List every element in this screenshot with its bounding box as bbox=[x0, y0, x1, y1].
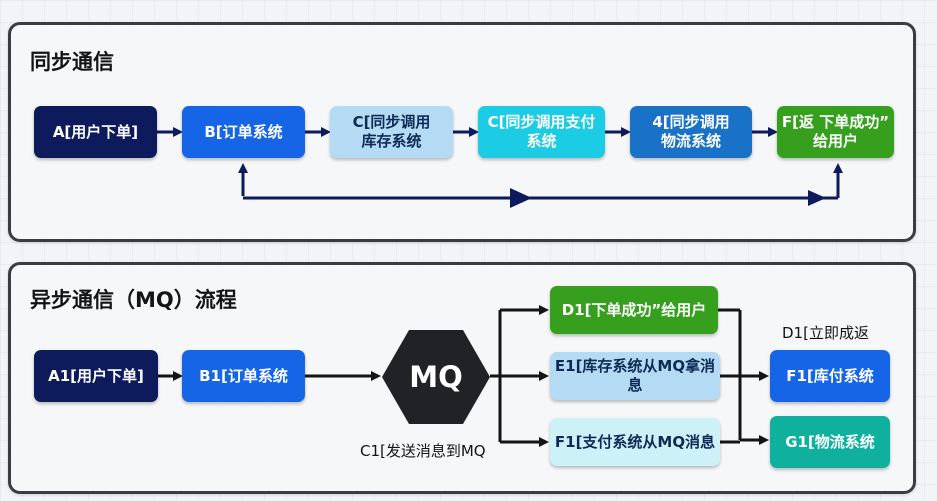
async-node-f1: F1[库付系统 bbox=[770, 350, 890, 402]
sync-node-c: C[同步调用 库存系统 bbox=[330, 106, 453, 158]
sync-title: 同步通信 bbox=[30, 50, 114, 74]
sync-node-c-line1: C[同步调用 bbox=[352, 113, 431, 131]
sync-node-c-line2: 库存系统 bbox=[361, 132, 422, 150]
sync-node-e-line2: 物流系统 bbox=[660, 132, 721, 150]
sync-return-mid-arrow bbox=[510, 188, 532, 208]
sync-node-d-line1: C[同步调用支付 bbox=[487, 113, 596, 131]
d1-note: D1[立即成返 bbox=[782, 324, 869, 342]
async-node-f1-pay-label: F1[支付系统从MQ消息 bbox=[554, 432, 716, 451]
async-node-b1: B1[订单系统 bbox=[182, 350, 305, 402]
sync-node-f-line2: 给用户 bbox=[812, 132, 858, 150]
sync-node-a-line1: A[用户下单] bbox=[52, 122, 139, 141]
sync-node-e-line1: 4[同步调用 bbox=[652, 113, 730, 131]
sync-node-d-line2: 系统 bbox=[526, 132, 557, 150]
sync-node-e: 4[同步调用 物流系统 bbox=[630, 106, 752, 158]
sync-node-a: A[用户下单] bbox=[34, 106, 157, 158]
async-node-g1-label: G1[物流系统 bbox=[785, 432, 875, 451]
async-node-b1-label: B1[订单系统 bbox=[199, 366, 288, 385]
mq-node-label: MQ bbox=[409, 360, 463, 394]
async-node-e1: E1[库存系统从MQ拿消息 bbox=[550, 352, 720, 400]
sync-node-d: C[同步调用支付 系统 bbox=[478, 106, 605, 158]
async-node-g1: G1[物流系统 bbox=[770, 416, 890, 468]
async-node-a1-label: A1[用户下单] bbox=[48, 366, 144, 385]
sync-node-f: F[返 下单成功” 给用户 bbox=[777, 106, 894, 158]
async-node-d1-label: D1[下单成功”给用户 bbox=[561, 300, 707, 319]
mq-caption: C1[发送消息到MQ bbox=[360, 442, 486, 460]
async-node-a1: A1[用户下单] bbox=[34, 350, 158, 402]
async-title: 异步通信（MQ）流程 bbox=[30, 288, 237, 312]
sync-node-b: B[订单系统 bbox=[182, 106, 305, 158]
async-node-f1-label: F1[库付系统 bbox=[786, 366, 874, 385]
async-node-f1-pay: F1[支付系统从MQ消息 bbox=[550, 418, 720, 466]
async-node-e1-label: E1[库存系统从MQ拿消息 bbox=[554, 357, 716, 394]
async-node-d1: D1[下单成功”给用户 bbox=[550, 286, 718, 334]
sync-node-b-line1: B[订单系统 bbox=[204, 122, 283, 141]
sync-node-f-line1: F[返 下单成功” bbox=[781, 113, 890, 131]
sync-return-right-arrow bbox=[808, 190, 826, 206]
